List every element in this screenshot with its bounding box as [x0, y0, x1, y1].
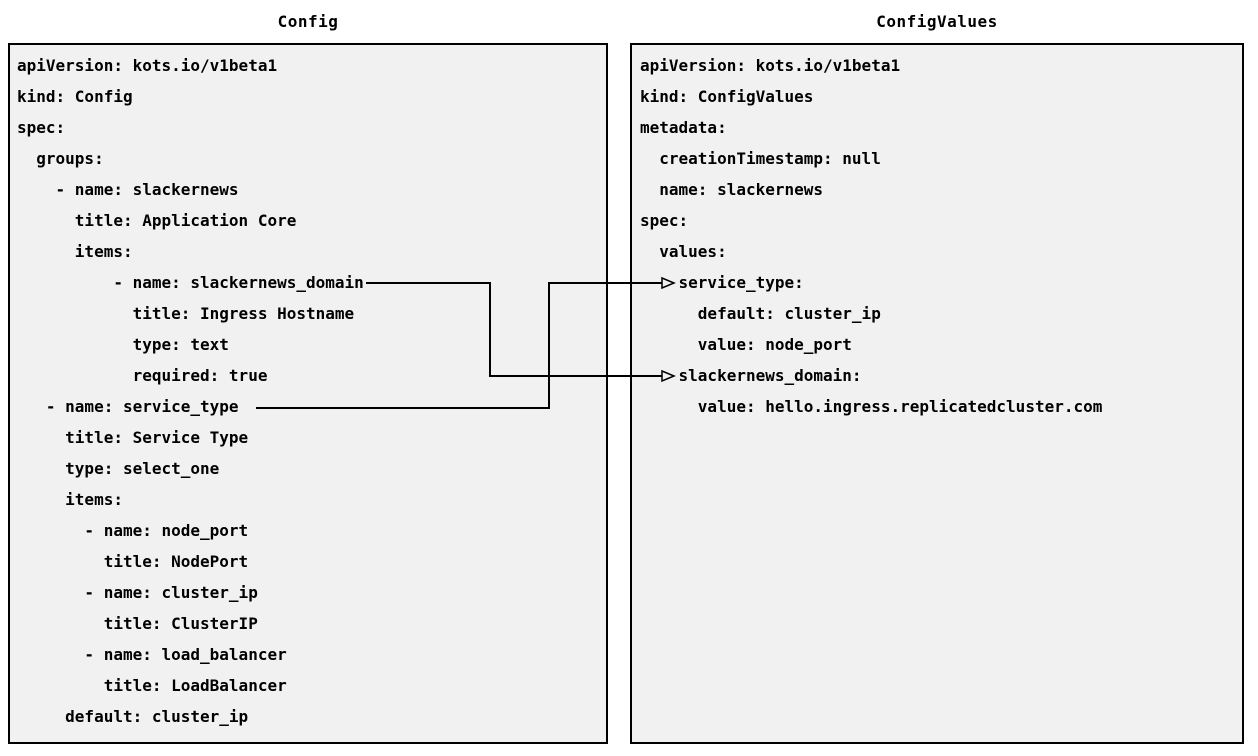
configvalues-yaml-code: apiVersion: kots.io/v1beta1 kind: Config…	[640, 56, 1103, 416]
config-yaml-panel: apiVersion: kots.io/v1beta1 kind: Config…	[8, 43, 608, 744]
config-panel-title: Config	[277, 12, 339, 31]
configvalues-panel-title: ConfigValues	[876, 12, 998, 31]
configvalues-yaml-panel: apiVersion: kots.io/v1beta1 kind: Config…	[630, 43, 1244, 744]
config-yaml-code: apiVersion: kots.io/v1beta1 kind: Config…	[17, 56, 364, 726]
